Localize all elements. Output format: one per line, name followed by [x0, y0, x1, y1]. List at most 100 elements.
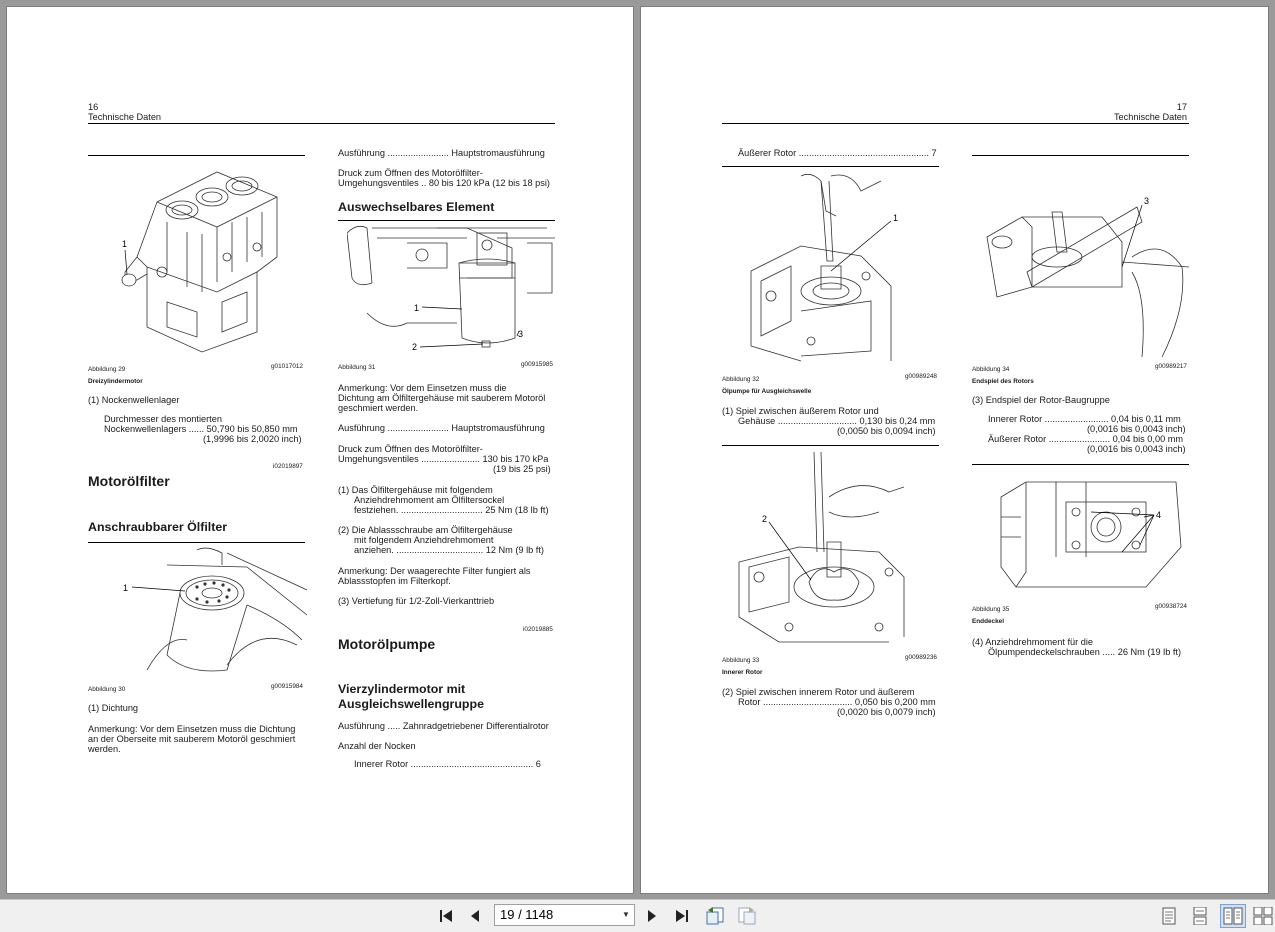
spec-line: (0,0050 bis 0,0094 inch) [837, 426, 936, 436]
prev-page-icon [471, 910, 479, 922]
figure-label: Abbildung 34 [972, 366, 1010, 373]
single-page-view-button[interactable] [1158, 905, 1180, 927]
figure-rule [338, 220, 555, 221]
prev-page-button[interactable] [464, 905, 486, 927]
figure-caption: Enddeckel [972, 618, 1004, 625]
viewer-toolbar [0, 899, 1275, 932]
continuous-view-button[interactable] [1189, 905, 1211, 927]
page-number: 16 [88, 102, 99, 112]
figure-rule [88, 155, 305, 156]
figure-rule [722, 166, 939, 167]
last-page-icon [676, 910, 688, 922]
left-page: 16 Technische Daten [6, 6, 634, 894]
next-page-icon [648, 910, 656, 922]
figure-callout: 4 [1156, 510, 1161, 520]
spec-line: Umgehungsventiles ......................… [338, 454, 549, 464]
figure-caption: Endspiel des Rotors [972, 378, 1034, 385]
spec-line: (0,0016 bis 0,0043 inch) [1087, 424, 1186, 434]
figure-end-cover: 4 [996, 477, 1186, 597]
section-heading: Motorölpumpe [338, 636, 436, 652]
note-line: Anmerkung: Vor dem Einsetzen muss die Di… [88, 724, 296, 734]
figure-code: g00989217 [1155, 363, 1187, 370]
forward-view-icon [738, 907, 756, 925]
figure-rule [722, 445, 939, 446]
section-heading: Motorölfilter [88, 473, 170, 489]
figure-label: Abbildung 33 [722, 657, 760, 664]
page-number: 17 [1176, 102, 1187, 112]
subsection-heading: Vierzylindermotor mit [338, 682, 466, 696]
reference-code: i02019897 [273, 463, 303, 470]
single-page-icon [1162, 907, 1176, 925]
spec-line: Innerer Rotor ..........................… [354, 759, 541, 769]
spec-line: Rotor ..................................… [738, 697, 936, 707]
two-page-icon [1223, 907, 1243, 925]
figure-callout: 3 [518, 329, 523, 339]
figure-code: g01017012 [271, 363, 303, 370]
step-line: anziehen. ..............................… [354, 545, 544, 555]
figure-rotor-end-play: 3 [972, 187, 1189, 362]
spec-item: (3) Endspiel der Rotor-Baugruppe [972, 395, 1110, 405]
spec-line: Ölpumpendeckelschrauben ..... 26 Nm (19 … [988, 647, 1182, 657]
subsection-heading: Anschraubbarer Ölfilter [88, 520, 228, 534]
first-page-icon [440, 910, 452, 922]
two-page-continuous-view-button[interactable] [1252, 905, 1274, 927]
spec-line: Gehäuse ............................... … [738, 416, 936, 426]
step-line: (1) Das Ölfiltergehäuse mit folgendem [338, 485, 493, 495]
step-line: mit folgendem Anziehdrehmoment [354, 535, 494, 545]
subsection-heading: Ausgleichswellengruppe [338, 697, 484, 711]
spec-item: (2) Spiel zwischen innerem Rotor und äuß… [722, 687, 915, 697]
back-view-button[interactable] [704, 905, 726, 927]
spec-line: Nockenwellenlagers ...... 50,790 bis 50,… [104, 424, 298, 434]
step-line: Anziehdrehmoment am Ölfiltersockel [354, 495, 505, 505]
figure-rule [972, 155, 1189, 156]
spec-line: Durchmesser des montierten [104, 414, 222, 424]
two-page-view-button[interactable] [1220, 904, 1246, 928]
spec-item: (4) Anziehdrehmoment für die [972, 637, 1094, 647]
reference-code: i02019885 [523, 626, 553, 633]
figure-code: g00989236 [905, 654, 937, 661]
next-page-button[interactable] [641, 905, 663, 927]
note-line: werden. [88, 744, 121, 754]
page-header-title: Technische Daten [1113, 112, 1187, 122]
spec-line: Innerer Rotor ......................... … [988, 414, 1181, 424]
note-line: geschmiert werden. [338, 403, 419, 413]
step-line: (2) Die Ablassschraube am Ölfiltergehäus… [338, 525, 513, 535]
spec-line: Äußerer Rotor ..........................… [738, 148, 937, 158]
spec-line: Äußerer Rotor ........................ 0… [988, 434, 1184, 444]
figure-replaceable-filter: 1 2 3 [347, 223, 555, 358]
figure-callout: 1 [414, 303, 419, 313]
last-page-button[interactable] [671, 905, 693, 927]
step-line: (3) Vertiefung für 1/2-Zoll-Vierkanttrie… [338, 596, 495, 606]
spec-line: Anzahl der Nocken [338, 741, 416, 751]
spec-line: (0,0020 bis 0,0079 inch) [837, 707, 936, 717]
page-dropdown-icon[interactable]: ▼ [622, 910, 630, 919]
step-line: festziehen. ............................… [354, 505, 549, 515]
figure-label: Abbildung 31 [338, 364, 376, 371]
spec-item: (1) Dichtung [88, 703, 139, 713]
spec-line: (19 bis 25 psi) [493, 464, 551, 474]
figure-caption: Innerer Rotor [722, 669, 763, 676]
figure-code: g00915985 [521, 361, 553, 368]
figure-rule [88, 542, 305, 543]
spec-line: Umgehungsventiles .. 80 bis 120 kPa (12 … [338, 178, 550, 188]
figure-callout: 3 [1144, 196, 1149, 206]
right-page: 17 Technische Daten Äußerer Rotor ......… [640, 6, 1269, 894]
figure-code: g00915984 [271, 683, 303, 690]
header-rule [88, 123, 555, 124]
figure-oil-filter: 1 [107, 545, 307, 680]
figure-callout: 1 [123, 583, 128, 593]
figure-inner-rotor: 2 [729, 452, 929, 647]
spec-line: Ausführung ........................ Haup… [338, 423, 545, 433]
note-line: Anmerkung: Der waagerechte Filter fungie… [338, 566, 531, 576]
page-number-input[interactable]: 19 / 1148 [494, 904, 635, 926]
back-view-icon [706, 907, 724, 925]
figure-label: Abbildung 30 [88, 686, 126, 693]
first-page-button[interactable] [435, 905, 457, 927]
figure-label: Abbildung 32 [722, 376, 760, 383]
two-page-continuous-icon [1253, 907, 1273, 925]
forward-view-button[interactable] [736, 905, 758, 927]
spec-line: Ausführung ..... Zahnradgetriebener Diff… [338, 721, 549, 731]
subsection-heading: Auswechselbares Element [338, 200, 495, 214]
page-header-title: Technische Daten [88, 112, 162, 122]
spec-line: Druck zum Öffnen des Motorölfilter- [338, 168, 483, 178]
